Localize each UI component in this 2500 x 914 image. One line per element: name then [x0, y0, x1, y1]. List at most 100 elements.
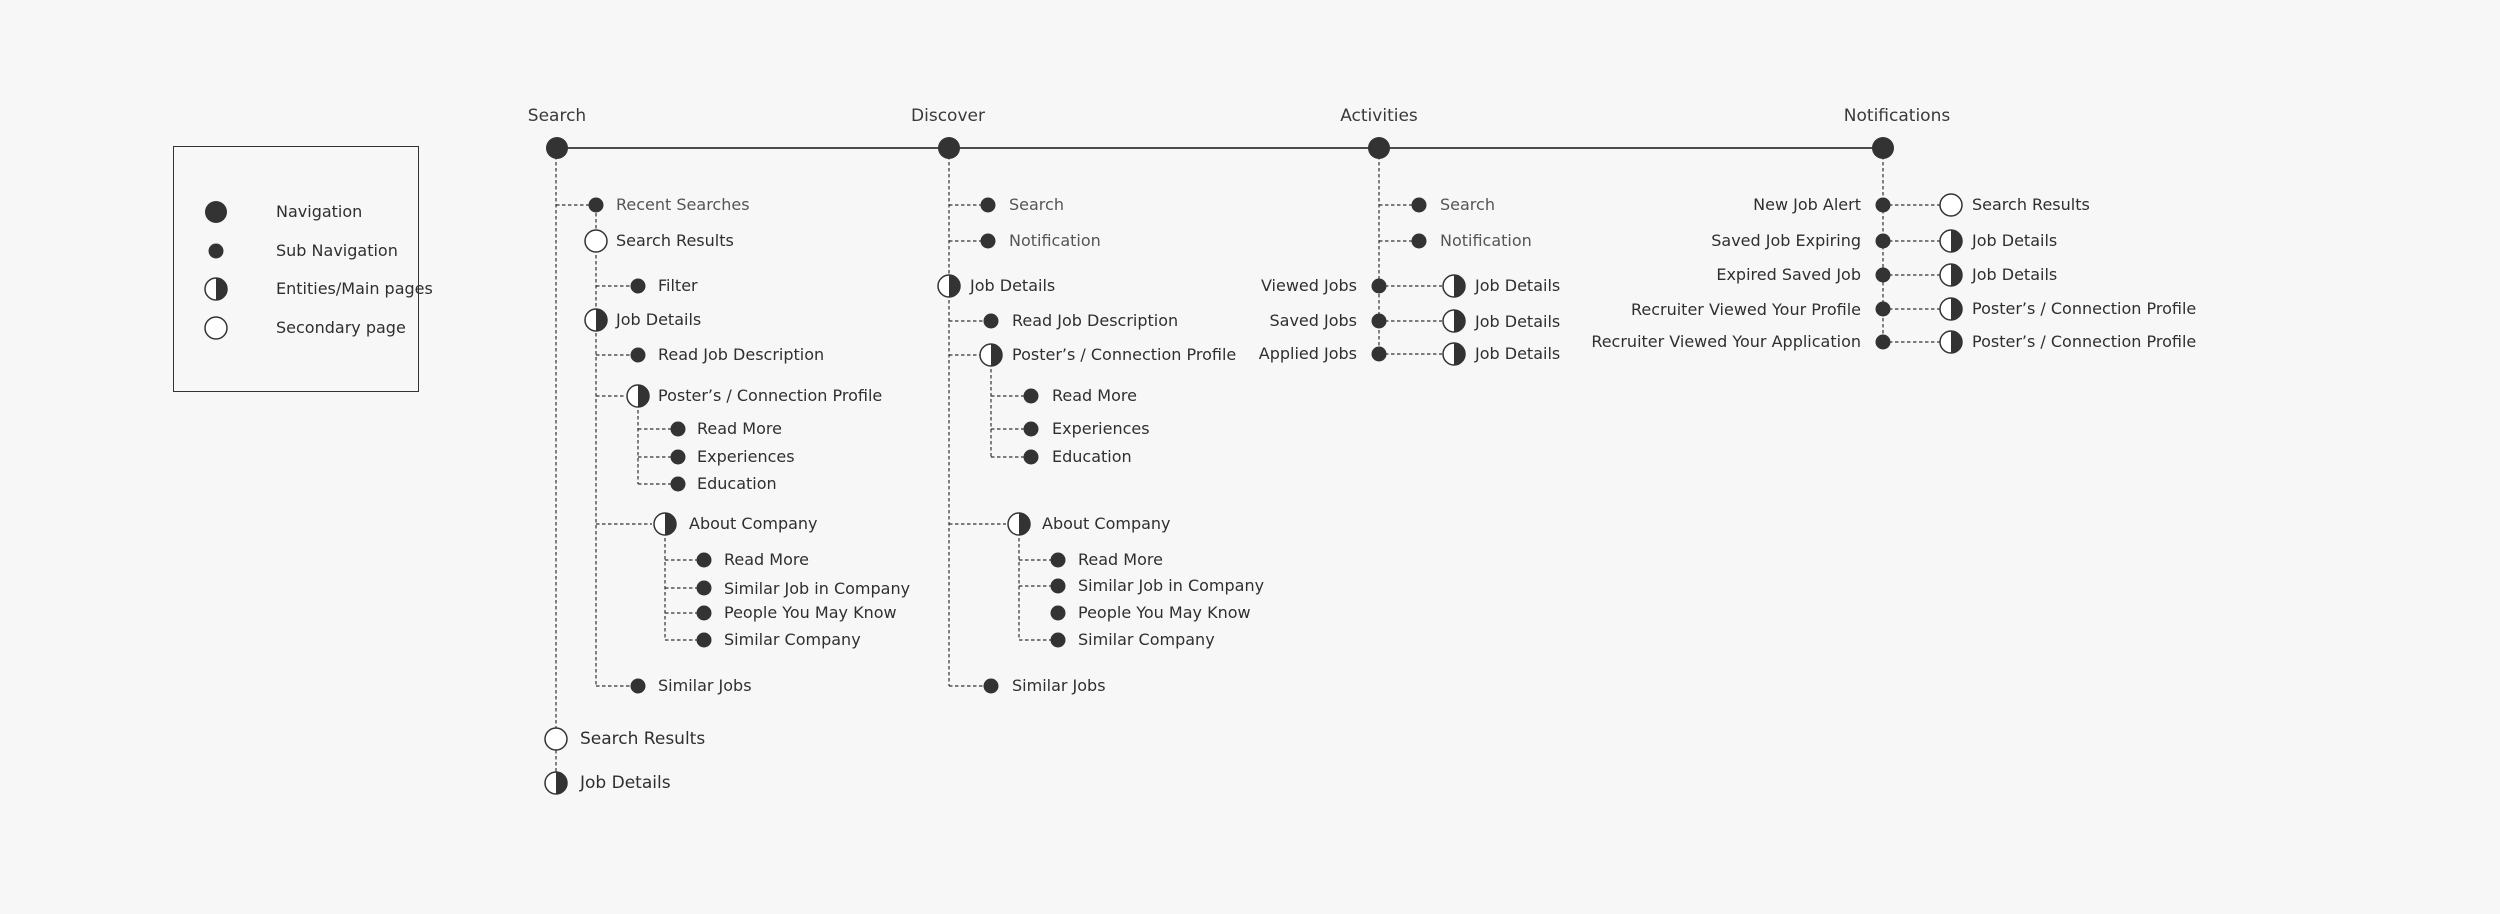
node-activities-job-details-1 [1442, 274, 1466, 298]
node-activities-saved-jobs [1371, 313, 1387, 329]
discover-notification: Notification [1009, 231, 1101, 250]
activities-saved-jobs: Saved Jobs [1269, 311, 1357, 330]
node-search-similar-company [696, 632, 712, 648]
legend-navigation-label: Navigation [276, 202, 363, 221]
column-title-notifications: Notifications [1843, 106, 1951, 126]
discover-job-details: Job Details [970, 276, 1056, 295]
activities-job-details-1: Job Details [1475, 276, 1561, 295]
column-title-search: Search [527, 106, 587, 126]
node-activities-applied-jobs [1371, 346, 1387, 362]
legend-sub-navigation-label: Sub Navigation [276, 241, 398, 260]
discover-experiences: Experiences [1052, 419, 1150, 438]
node-notifications-expired-saved-job [1875, 267, 1891, 283]
notifications-recruiter-viewed-profile: Recruiter Viewed Your Profile [1630, 300, 1861, 319]
node-activities [1368, 137, 1390, 159]
node-discover-about-company [1007, 512, 1031, 536]
node-search [546, 137, 568, 159]
activities-viewed-jobs: Viewed Jobs [1260, 276, 1357, 295]
search-bottom-search-results: Search Results [580, 729, 706, 749]
notifications-job-details-2: Job Details [1972, 265, 2058, 284]
node-discover-people-you-may-know [1050, 605, 1066, 621]
discover-similar-jobs: Similar Jobs [1012, 676, 1106, 695]
node-notifications [1872, 137, 1894, 159]
node-search-experiences [670, 449, 686, 465]
notifications-job-details-1: Job Details [1972, 231, 2058, 250]
node-discover [938, 137, 960, 159]
node-notifications-search-results [1939, 193, 1963, 217]
discover-people-you-may-know: People You May Know [1078, 603, 1251, 622]
search-read-job-description: Read Job Description [658, 345, 825, 364]
discover-posters-profile: Poster’s / Connection Profile [1012, 345, 1237, 364]
node-activities-notification [1411, 233, 1427, 249]
search-company-read-more: Read More [724, 550, 809, 569]
node-discover-education [1023, 449, 1039, 465]
search-bottom-job-details: Job Details [580, 773, 671, 793]
node-search-posters-profile [626, 384, 650, 408]
search-people-you-may-know: People You May Know [724, 603, 897, 622]
node-search-similar-jobs [630, 678, 646, 694]
node-search-job-details [584, 308, 608, 332]
notifications-new-job-alert: New Job Alert [1753, 195, 1861, 214]
node-search-filter [630, 278, 646, 294]
search-search-results: Search Results [616, 231, 734, 250]
node-discover-read-job-description [983, 313, 999, 329]
node-discover-experiences [1023, 421, 1039, 437]
discover-search: Search [1009, 195, 1064, 214]
node-search-read-job-description [630, 347, 646, 363]
search-read-more: Read More [697, 419, 782, 438]
discover-similar-company: Similar Company [1078, 630, 1215, 649]
node-discover-notification [980, 233, 996, 249]
node-discover-similar-job-in-company [1050, 578, 1066, 594]
notifications-saved-job-expiring: Saved Job Expiring [1711, 231, 1861, 250]
search-filter: Filter [658, 276, 698, 295]
search-education: Education [697, 474, 777, 493]
node-notifications-recruiter-viewed-profile [1875, 301, 1891, 317]
node-notifications-posters-profile-1 [1939, 297, 1963, 321]
column-title-activities: Activities [1340, 106, 1418, 126]
notifications-recruiter-viewed-application: Recruiter Viewed Your Application [1591, 332, 1861, 351]
search-experiences: Experiences [697, 447, 795, 466]
node-activities-job-details-2 [1442, 309, 1466, 333]
node-discover-read-more [1023, 388, 1039, 404]
node-search-people-you-may-know [696, 605, 712, 621]
node-discover-posters-profile [979, 343, 1003, 367]
node-search-similar-job-in-company [696, 580, 712, 596]
notifications-expired-saved-job: Expired Saved Job [1716, 265, 1861, 284]
node-activities-job-details-3 [1442, 342, 1466, 366]
node-search-read-more [670, 421, 686, 437]
node-activities-viewed-jobs [1371, 278, 1387, 294]
discover-similar-job-in-company: Similar Job in Company [1078, 576, 1265, 595]
activities-job-details-3: Job Details [1475, 344, 1561, 363]
activities-notification: Notification [1440, 231, 1532, 250]
node-discover-job-details [937, 274, 961, 298]
legend: Navigation Sub Navigation Entities/Main … [173, 146, 433, 392]
node-layer [544, 137, 1963, 795]
notifications-posters-profile-1: Poster’s / Connection Profile [1972, 299, 2197, 318]
activities-applied-jobs: Applied Jobs [1258, 344, 1357, 363]
legend-secondary-label: Secondary page [276, 318, 406, 337]
notifications-search-results: Search Results [1972, 195, 2090, 214]
node-notifications-saved-job-expiring [1875, 233, 1891, 249]
node-notifications-job-details-1 [1939, 229, 1963, 253]
column-title-discover: Discover [911, 106, 985, 126]
notifications-posters-profile-2: Poster’s / Connection Profile [1972, 332, 2197, 351]
activities-search: Search [1440, 195, 1495, 214]
activities-job-details-2: Job Details [1475, 312, 1561, 331]
node-discover-similar-company [1050, 632, 1066, 648]
node-search-bottom-search-results [544, 727, 568, 751]
node-search-recent-searches [588, 197, 604, 213]
node-notifications-new-job-alert [1875, 197, 1891, 213]
legend-entities-label: Entities/Main pages [276, 279, 433, 298]
node-search-education [670, 476, 686, 492]
node-search-bottom-job-details [544, 771, 568, 795]
search-similar-company: Similar Company [724, 630, 861, 649]
search-similar-job-in-company: Similar Job in Company [724, 579, 911, 598]
search-job-details: Job Details [616, 310, 702, 329]
node-search-about-company [653, 512, 677, 536]
node-discover-similar-jobs [983, 678, 999, 694]
discover-read-more: Read More [1052, 386, 1137, 405]
discover-company-read-more: Read More [1078, 550, 1163, 569]
node-search-search-results [584, 229, 608, 253]
node-search-company-read-more [696, 552, 712, 568]
